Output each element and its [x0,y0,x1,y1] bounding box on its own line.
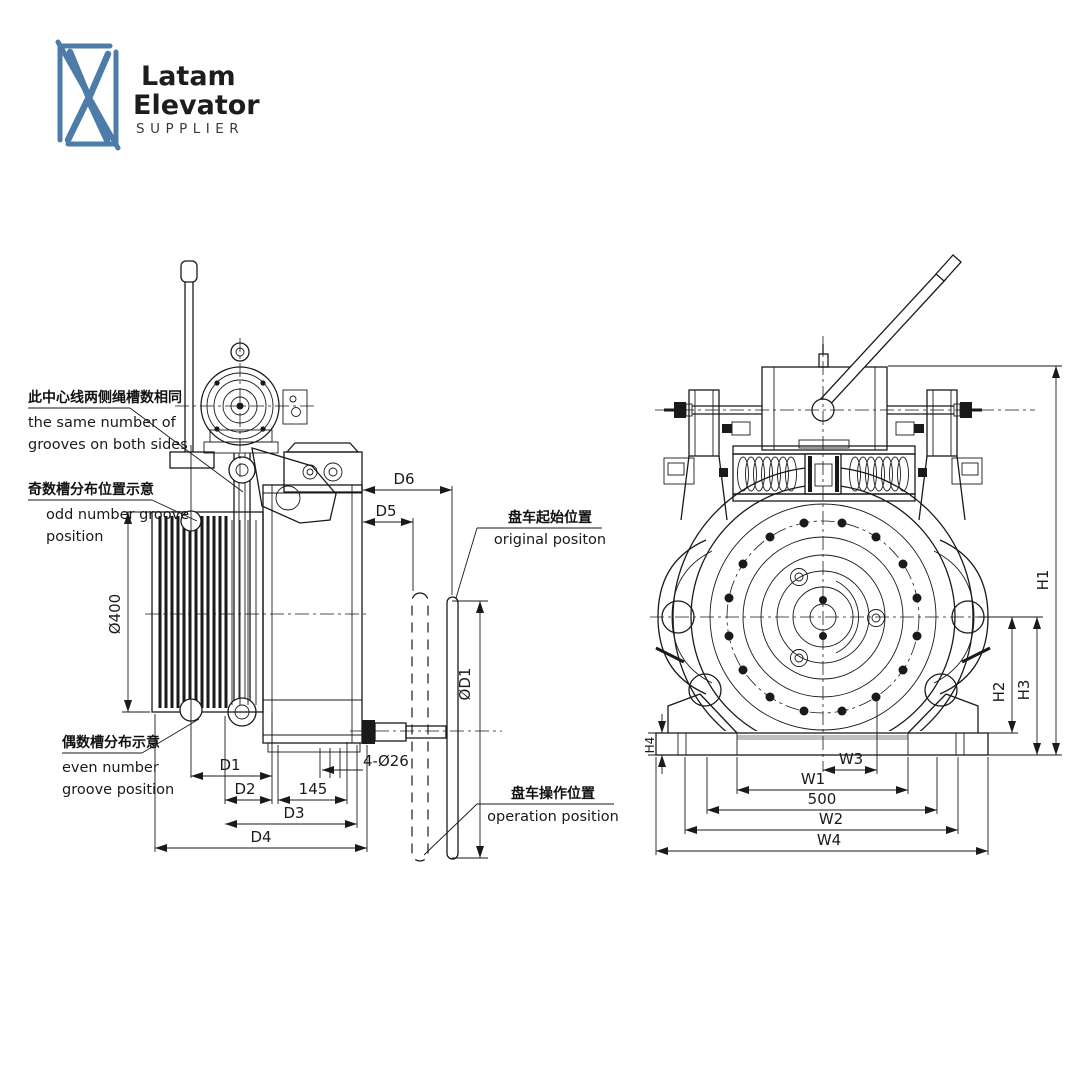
callout-even-en2: groove position [62,782,174,798]
traction-sheave [151,445,264,778]
side-view-callouts: 此中心线两侧绳槽数相同 the same number of grooves o… [28,389,619,856]
dim-w1: W1 [801,770,825,788]
support-arms [663,389,983,521]
dim-d1: D1 [219,756,240,774]
dim-handwheel-dia: ØD1 [456,668,474,701]
dim-d6: D6 [393,470,414,488]
callout-odd-en2: position [46,529,103,545]
callout-even-en1: even number [62,760,159,776]
logo-mark-icon [55,39,121,151]
front-view-dimensions: H1 H3 H2 H4 W3 W1 500 [643,365,1062,855]
dim-d3: D3 [283,804,304,822]
dim-w3: W3 [839,750,863,768]
front-view-centerlines [650,336,1035,772]
callout-original-zh: 盘车起始位置 [508,509,592,526]
dim-500: 500 [808,790,837,808]
output-shaft [362,720,447,744]
dim-145: 145 [299,780,328,798]
callout-odd-zh: 奇数槽分布位置示意 [28,481,154,498]
brake-link-arm [227,447,337,727]
callout-center-zh: 此中心线两侧绳槽数相同 [28,389,182,406]
dim-h3: H3 [1015,680,1033,701]
bolt-circle [724,518,922,716]
callout-operation-en: operation position [487,809,619,825]
side-view-dimensions: D6 D5 Ø400 ØD1 D1 D2 145 [106,470,488,859]
lever-grip [935,254,962,282]
dim-sheave-dia: Ø400 [106,594,124,634]
logo-line2: Elevator [133,90,260,121]
logo: Latam Elevator SUPPLIER [55,39,260,151]
dim-d5: D5 [375,502,396,520]
dim-d4: D4 [250,828,271,846]
side-view-centerlines [145,338,502,732]
dim-h4: H4 [643,737,657,754]
dim-holes: 4-Ø26 [363,752,409,770]
front-view: H1 H3 H2 H4 W3 W1 500 [643,254,1062,855]
logo-line3: SUPPLIER [136,121,244,137]
dim-d2: D2 [234,780,255,798]
callout-center-en1: the same number of [28,415,177,431]
dim-w4: W4 [817,831,841,849]
release-lever [169,260,215,469]
brake-assembly [200,342,308,454]
machine-base [646,693,1002,777]
logo-line1: Latam [141,61,236,92]
side-view: D6 D5 Ø400 ØD1 D1 D2 145 [28,260,619,862]
callout-center-en2: grooves on both sides [28,437,188,453]
handwheel-positions [411,592,459,862]
machine-body-side [262,484,363,753]
dim-h1: H1 [1034,570,1052,591]
brake-springs [732,439,916,502]
callout-odd-en1: odd number groove [46,507,189,523]
terminal-box [283,442,363,493]
callout-even-zh: 偶数槽分布示意 [62,734,160,751]
callout-original-en: original positon [494,532,606,548]
dim-w2: W2 [819,810,843,828]
callout-operation-zh: 盘车操作位置 [511,785,595,802]
dim-h2: H2 [990,682,1008,703]
